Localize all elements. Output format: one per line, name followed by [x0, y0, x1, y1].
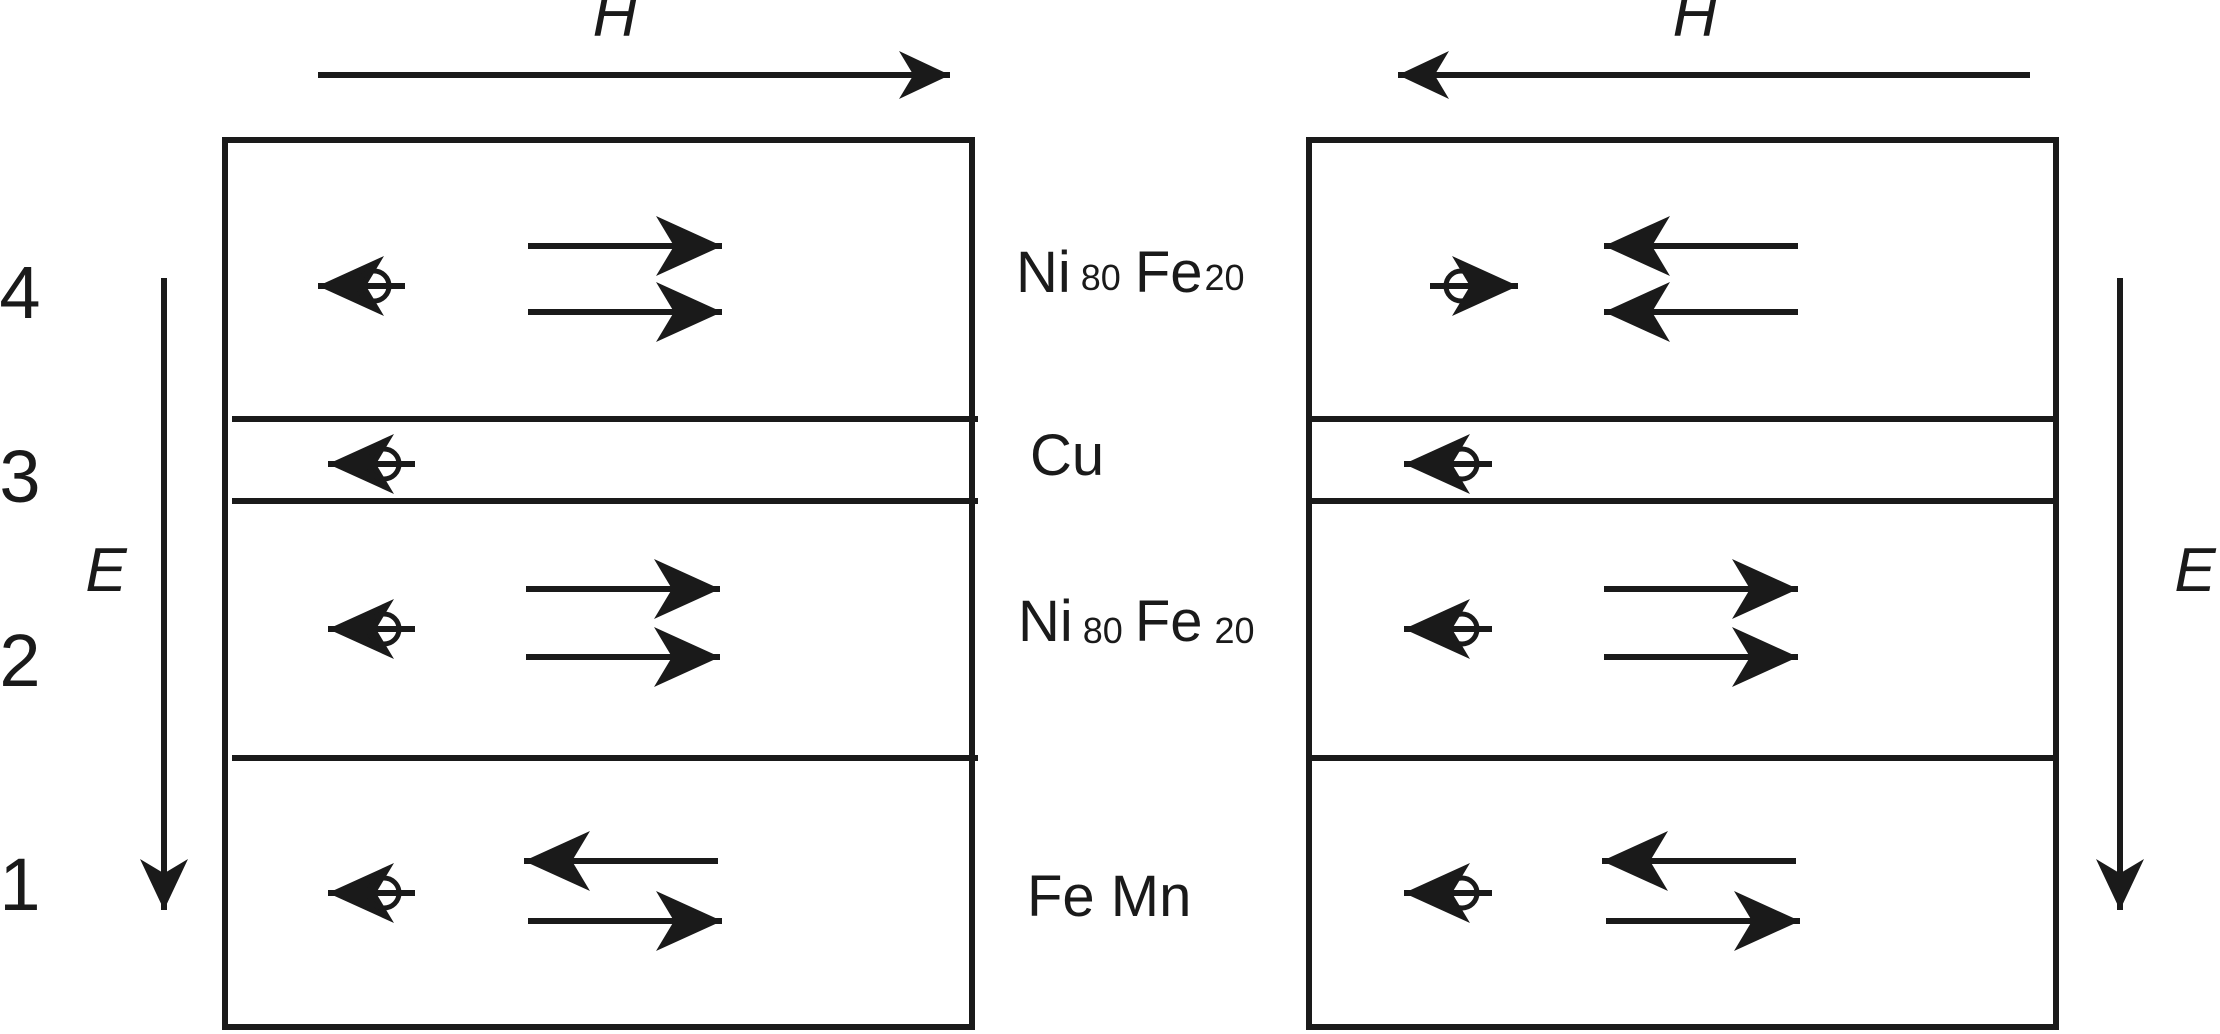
efield-label-left: E — [85, 536, 127, 605]
element-fe: Fe — [1135, 589, 1203, 654]
subscript-80: 80 — [1081, 257, 1121, 298]
layer-label-femn: Fe Mn — [1027, 864, 1191, 929]
electron-icon — [1430, 256, 1518, 316]
electron-icon — [328, 434, 415, 494]
subscript-20: 20 — [1205, 257, 1245, 298]
stack-left — [222, 137, 978, 1030]
layer-number-1: 1 — [0, 843, 41, 926]
electron-icon — [328, 599, 415, 659]
layer-label-cu: Cu — [1030, 423, 1104, 488]
stack-right — [1306, 137, 2059, 1030]
element-ni: Ni — [1016, 240, 1071, 305]
electron-icon — [1404, 863, 1492, 923]
efield-label-right: E — [2174, 536, 2216, 605]
layer-number-4: 4 — [0, 251, 41, 334]
subscript-20: 20 — [1215, 610, 1255, 651]
electron-icon — [328, 863, 415, 923]
field-label-right: H — [1673, 0, 1718, 50]
electron-icon — [1404, 434, 1492, 494]
layer-number-3: 3 — [0, 435, 41, 518]
electron-icon — [1404, 599, 1492, 659]
stack-left-frame — [222, 137, 975, 1030]
field-label-left: H — [593, 0, 638, 50]
element-ni: Ni — [1018, 589, 1073, 654]
electron-icon — [318, 256, 405, 316]
stack-right-frame — [1306, 137, 2059, 1030]
subscript-80: 80 — [1083, 610, 1123, 651]
layer-number-2: 2 — [0, 619, 41, 702]
element-fe: Fe — [1135, 240, 1203, 305]
